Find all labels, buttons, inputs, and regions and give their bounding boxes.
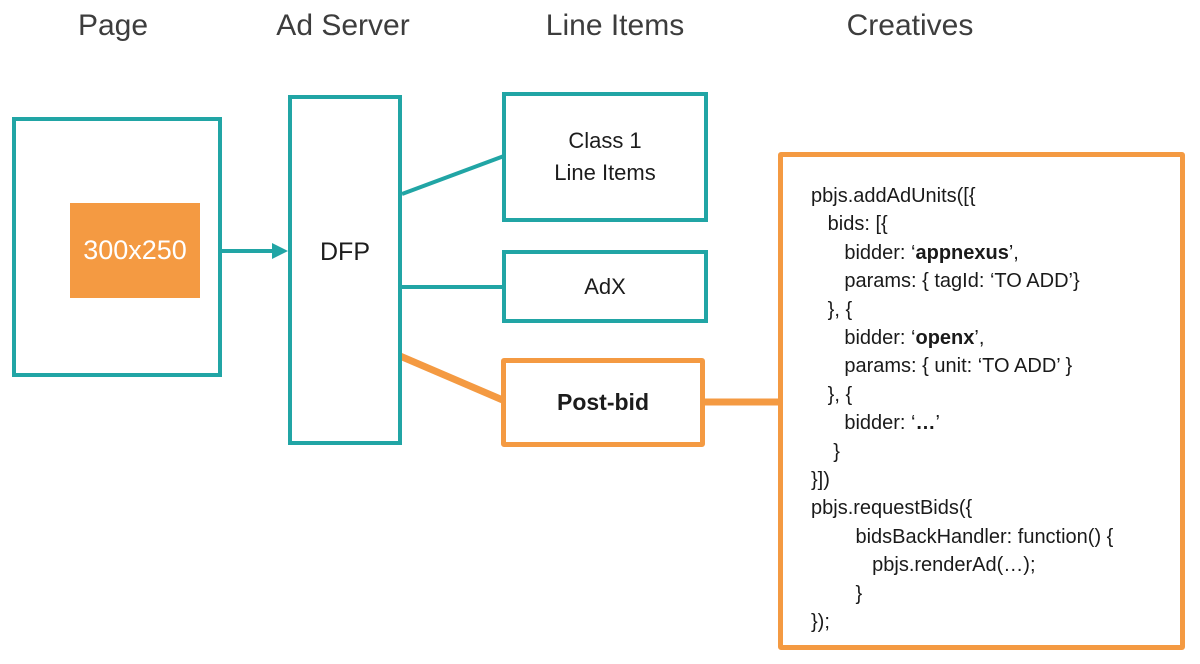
code-line: pbjs.requestBids({: [811, 497, 973, 520]
code-line: }, {: [811, 383, 853, 406]
code-line: });: [811, 611, 830, 634]
code-line: }, {: [811, 298, 853, 321]
column-header-line-items: Line Items: [545, 9, 685, 42]
code-line: }: [811, 440, 840, 463]
code-line: pbjs.addAdUnits([{: [811, 185, 976, 207]
line-dfp-to-postbid: [398, 352, 507, 405]
dfp-label: DFP: [320, 237, 370, 266]
ad-slot-300x250: 300x250: [70, 203, 200, 298]
code-block: pbjs.addAdUnits([{ bids: [{ bidder: ‘app…: [811, 182, 1170, 637]
arrowhead-icon: [272, 243, 288, 259]
code-line: bidder: ‘appnexus’,: [811, 241, 1019, 264]
code-line: bids: [{: [811, 213, 888, 236]
adx-box: AdX: [502, 250, 708, 323]
column-header-page: Page: [77, 9, 149, 42]
class1-label-line2: Line Items: [554, 160, 656, 185]
dfp-box: DFP: [288, 95, 402, 445]
class1-label-line1: Class 1: [568, 128, 642, 154]
postbid-box: Post-bid: [501, 358, 705, 447]
adx-label: AdX: [584, 273, 626, 299]
code-line: params: { unit: ‘TO ADD’ }: [811, 355, 1073, 378]
creatives-code-box: pbjs.addAdUnits([{ bids: [{ bidder: ‘app…: [778, 152, 1185, 650]
code-line: }: [811, 582, 863, 605]
class1-line-items-box: Class 1 Line Items: [502, 92, 708, 222]
column-header-creatives: Creatives: [846, 9, 974, 42]
code-line: bidder: ‘openx’,: [811, 327, 985, 350]
code-line: params: { tagId: ‘TO ADD’}: [811, 270, 1080, 293]
line-dfp-to-class1: [401, 154, 505, 196]
code-line: pbjs.renderAd(…);: [811, 554, 1036, 577]
code-line: bidsBackHandler: function() {: [811, 525, 1114, 548]
code-line: bidder: ‘…’: [811, 412, 940, 435]
postbid-label: Post-bid: [557, 389, 649, 415]
code-line: }]): [811, 469, 830, 492]
column-header-ad-server: Ad Server: [276, 9, 410, 42]
ad-slot-label: 300x250: [83, 235, 187, 265]
